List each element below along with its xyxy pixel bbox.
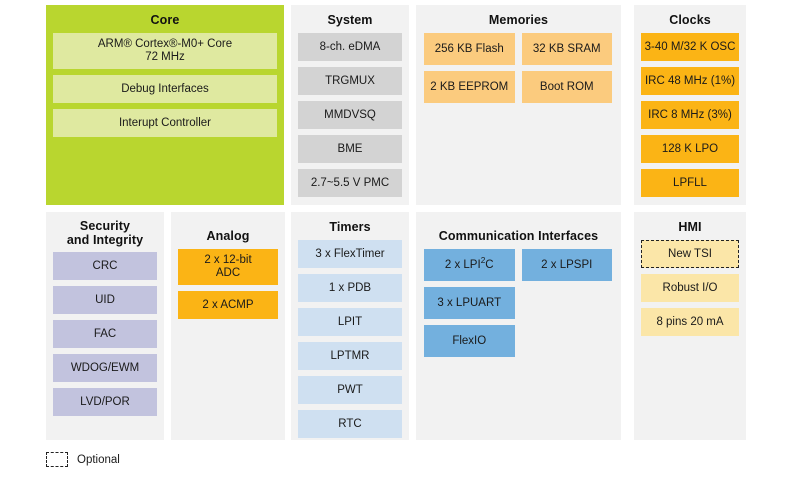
panel-clocks-blocks: 3-40 M/32 K OSC IRC 48 MHz (1%) IRC 8 MH… bbox=[634, 33, 746, 197]
block-128k-lpo[interactable]: 128 K LPO bbox=[641, 135, 739, 163]
block-pwt[interactable]: PWT bbox=[298, 376, 402, 404]
panel-core: Core ARM® Cortex®-M0+ Core 72 MHz Debug … bbox=[46, 5, 284, 205]
block-uid[interactable]: UID bbox=[53, 286, 157, 314]
panel-system: System 8-ch. eDMA TRGMUX MMDVSQ BME 2.7~… bbox=[291, 5, 409, 205]
block-pmc[interactable]: 2.7~5.5 V PMC bbox=[298, 169, 402, 197]
panel-title-core: Core bbox=[150, 13, 180, 27]
panel-memories: Memories 256 KB Flash 32 KB SRAM 2 KB EE… bbox=[416, 5, 621, 205]
panel-clocks: Clocks 3-40 M/32 K OSC IRC 48 MHz (1%) I… bbox=[634, 5, 746, 205]
panel-title-system: System bbox=[327, 13, 373, 27]
block-label-suffix: C bbox=[485, 258, 494, 271]
block-lptmr[interactable]: LPTMR bbox=[298, 342, 402, 370]
panel-analog: Analog 2 x 12-bit ADC 2 x ACMP bbox=[171, 212, 285, 440]
panel-title-security-line1: Security bbox=[79, 219, 131, 233]
block-256-kb-flash[interactable]: 256 KB Flash bbox=[424, 33, 515, 65]
block-3x-flextimer[interactable]: 3 x FlexTimer bbox=[298, 240, 402, 268]
panel-timers-blocks: 3 x FlexTimer 1 x PDB LPIT LPTMR PWT RTC bbox=[291, 240, 409, 438]
block-crc[interactable]: CRC bbox=[53, 252, 157, 280]
block-rtc[interactable]: RTC bbox=[298, 410, 402, 438]
block-boot-rom[interactable]: Boot ROM bbox=[521, 71, 612, 103]
block-lpit[interactable]: LPIT bbox=[298, 308, 402, 336]
block-label-line1: 2 x 12-bit bbox=[204, 254, 252, 266]
block-32-kb-sram[interactable]: 32 KB SRAM bbox=[521, 33, 612, 65]
block-flexio[interactable]: FlexIO bbox=[424, 325, 515, 357]
block-label-superscript: 2 bbox=[480, 255, 486, 265]
block-2-kb-eeprom[interactable]: 2 KB EEPROM bbox=[424, 71, 515, 103]
panel-system-blocks: 8-ch. eDMA TRGMUX MMDVSQ BME 2.7~5.5 V P… bbox=[291, 33, 409, 197]
panel-title-memories: Memories bbox=[488, 13, 549, 27]
block-arm-cortex-m0-core[interactable]: ARM® Cortex®-M0+ Core 72 MHz bbox=[53, 33, 277, 69]
block-2x-acmp[interactable]: 2 x ACMP bbox=[178, 291, 278, 319]
block-2x-lpspi[interactable]: 2 x LPSPI bbox=[521, 249, 612, 281]
panel-security-and-integrity: Security and Integrity CRC UID FAC WDOG/… bbox=[46, 212, 164, 440]
block-irc-8-mhz[interactable]: IRC 8 MHz (3%) bbox=[641, 101, 739, 129]
block-fac[interactable]: FAC bbox=[53, 320, 157, 348]
legend-label: Optional bbox=[77, 453, 120, 466]
block-2x-lpi2c[interactable]: 2 x LPI2C bbox=[424, 249, 515, 281]
block-bme[interactable]: BME bbox=[298, 135, 402, 163]
panel-memories-blocks: 256 KB Flash 32 KB SRAM 2 KB EEPROM Boot… bbox=[416, 33, 621, 103]
panel-title-security-line2: and Integrity bbox=[66, 233, 144, 247]
block-spacer bbox=[522, 287, 613, 319]
block-1x-pdb[interactable]: 1 x PDB bbox=[298, 274, 402, 302]
panel-title-timers: Timers bbox=[329, 220, 371, 234]
legend-dashed-swatch-icon bbox=[46, 452, 68, 467]
block-irc-48-mhz[interactable]: IRC 48 MHz (1%) bbox=[641, 67, 739, 95]
block-lpfll[interactable]: LPFLL bbox=[641, 169, 739, 197]
block-8-pins-20-ma[interactable]: 8 pins 20 mA bbox=[641, 308, 739, 336]
panel-communication-interfaces: Communication Interfaces 2 x LPI2C 2 x L… bbox=[416, 212, 621, 440]
block-interupt-controller[interactable]: Interupt Controller bbox=[53, 109, 277, 137]
panel-title-analog: Analog bbox=[206, 229, 250, 243]
block-label-line2: ADC bbox=[215, 267, 241, 279]
block-label-line1: ARM® Cortex®-M0+ Core bbox=[97, 38, 233, 50]
panel-title-clocks: Clocks bbox=[669, 13, 711, 27]
panel-analog-blocks: 2 x 12-bit ADC 2 x ACMP bbox=[171, 249, 285, 319]
panel-hmi: HMI New TSI Robust I/O 8 pins 20 mA bbox=[634, 212, 746, 440]
panel-timers: Timers 3 x FlexTimer 1 x PDB LPIT LPTMR … bbox=[291, 212, 409, 440]
block-3-40m-32k-osc[interactable]: 3-40 M/32 K OSC bbox=[641, 33, 739, 61]
legend: Optional bbox=[46, 452, 120, 467]
block-8-ch-edma[interactable]: 8-ch. eDMA bbox=[298, 33, 402, 61]
block-robust-io[interactable]: Robust I/O bbox=[641, 274, 739, 302]
block-label-line2: 72 MHz bbox=[145, 51, 185, 63]
block-mmdvsq[interactable]: MMDVSQ bbox=[298, 101, 402, 129]
block-debug-interfaces[interactable]: Debug Interfaces bbox=[53, 75, 277, 103]
block-3x-lpuart[interactable]: 3 x LPUART bbox=[424, 287, 515, 319]
panel-security-blocks: CRC UID FAC WDOG/EWM LVD/POR bbox=[46, 252, 164, 416]
panel-communication-blocks: 2 x LPI2C 2 x LPSPI 3 x LPUART FlexIO bbox=[416, 249, 621, 357]
block-new-tsi[interactable]: New TSI bbox=[641, 240, 739, 268]
block-wdog-ewm[interactable]: WDOG/EWM bbox=[53, 354, 157, 382]
block-label-prefix: 2 x LPI bbox=[444, 258, 481, 271]
panel-title-communication: Communication Interfaces bbox=[438, 229, 599, 243]
panel-title-security: Security and Integrity bbox=[46, 212, 164, 252]
block-2x-12-bit-adc[interactable]: 2 x 12-bit ADC bbox=[178, 249, 278, 285]
block-trgmux[interactable]: TRGMUX bbox=[298, 67, 402, 95]
panel-title-hmi: HMI bbox=[678, 220, 702, 234]
panel-core-blocks: ARM® Cortex®-M0+ Core 72 MHz Debug Inter… bbox=[46, 33, 284, 137]
panel-hmi-blocks: New TSI Robust I/O 8 pins 20 mA bbox=[634, 240, 746, 336]
block-lvd-por[interactable]: LVD/POR bbox=[53, 388, 157, 416]
